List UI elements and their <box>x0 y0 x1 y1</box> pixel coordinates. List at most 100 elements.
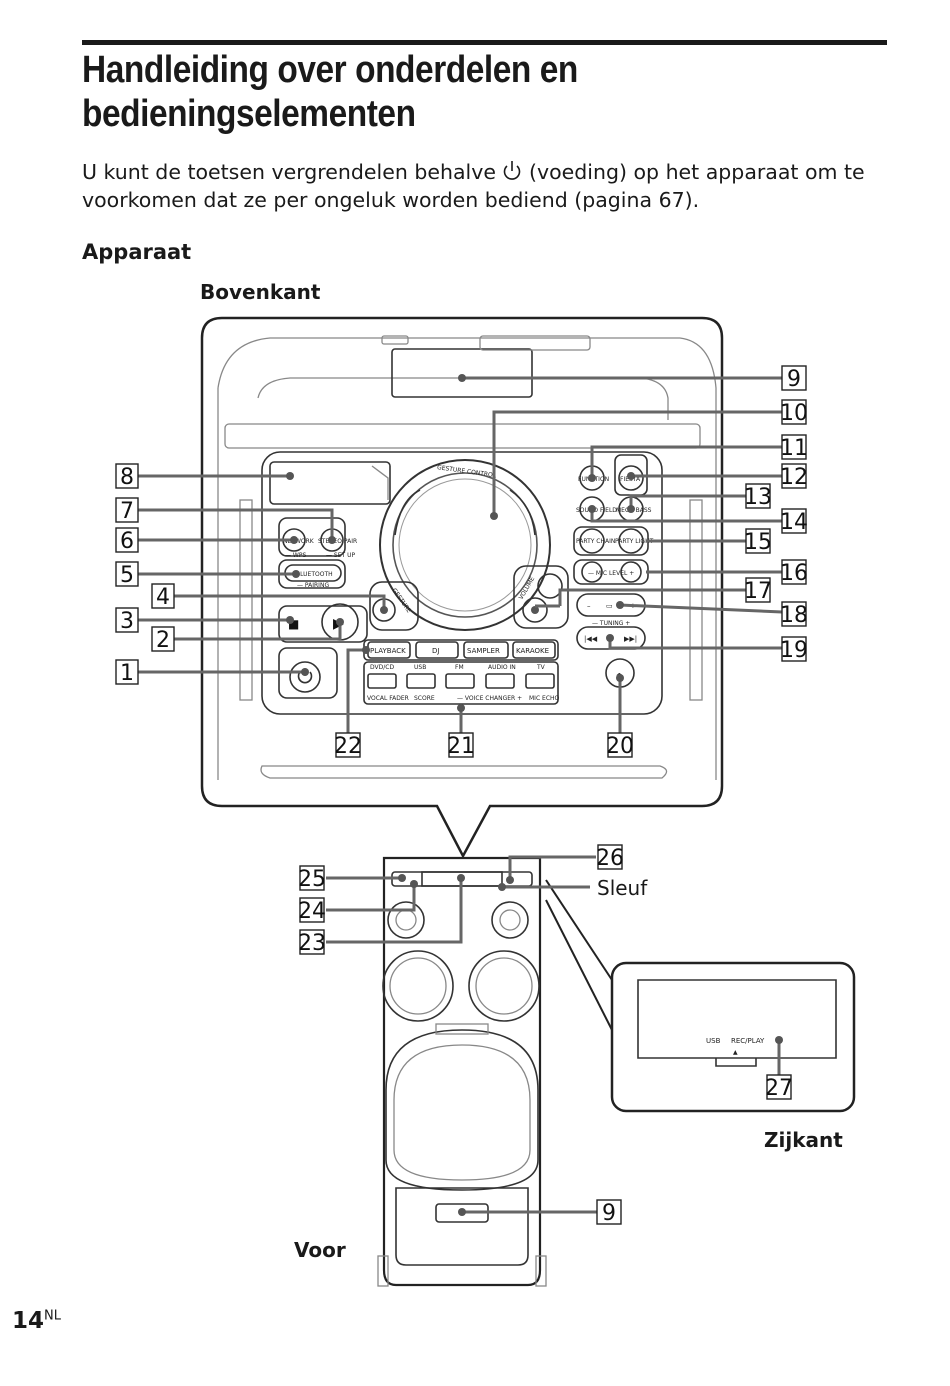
callout-23: 23 <box>298 929 326 956</box>
svg-text:1: 1 <box>120 661 134 686</box>
source-label-3: AUDIO IN <box>488 664 516 671</box>
front-speaker-tweeter-right <box>491 901 529 939</box>
side-rec-play-label: REC/PLAY <box>731 1037 765 1045</box>
svg-text:22: 22 <box>334 734 362 759</box>
svg-text:2: 2 <box>156 628 170 653</box>
front-view-device <box>377 856 547 1287</box>
source-button-fm[interactable] <box>445 673 475 689</box>
page-number-value: 14 <box>12 1308 45 1334</box>
svg-text:26: 26 <box>596 846 624 871</box>
sampler-button[interactable] <box>463 641 509 659</box>
svg-text:27: 27 <box>765 1076 793 1101</box>
page-number: 14NL <box>12 1308 61 1334</box>
callout-12: 12 <box>780 463 808 490</box>
svg-text:25: 25 <box>298 867 326 892</box>
stereo-pair-label: STEREO PAIR <box>318 538 357 545</box>
callout-5: 5 <box>115 561 139 588</box>
callout-2: 2 <box>151 626 175 653</box>
callout-25: 25 <box>298 865 326 892</box>
svg-text:9: 9 <box>787 367 801 392</box>
power-icon <box>502 160 522 182</box>
svg-text:5: 5 <box>120 563 134 588</box>
title-rule <box>82 40 887 45</box>
svg-text:12: 12 <box>780 465 808 490</box>
callout-27: 27 <box>765 1074 793 1101</box>
mic-level-down-button[interactable] <box>581 561 603 583</box>
page-title: Handleiding over onderdelen en bediening… <box>82 48 786 136</box>
mic-level-up-button[interactable] <box>620 561 642 583</box>
intro-text-after: (voeding) op het apparaat om te voorkome… <box>82 160 865 212</box>
network-label: NETWORK <box>283 538 315 545</box>
karaoke-button[interactable] <box>512 641 556 659</box>
power-button[interactable] <box>289 661 321 693</box>
callout-13: 13 <box>744 483 772 510</box>
label-side-view: Zijkant <box>764 1128 843 1152</box>
callout-19: 19 <box>780 636 808 663</box>
mode-label-1: DJ <box>432 647 439 655</box>
source-label-0: DVD/CD <box>370 664 394 671</box>
mode-label-2: SAMPLER <box>467 647 500 655</box>
intro-text-before: U kunt de toetsen vergrendelen behalve <box>82 160 503 184</box>
svg-text:15: 15 <box>744 530 772 555</box>
title-line-1: Handleiding over onderdelen en <box>82 49 578 91</box>
svg-text:14: 14 <box>780 510 808 535</box>
bottom-label-2: — VOICE CHANGER + <box>457 695 522 702</box>
svg-text:24: 24 <box>298 899 326 924</box>
callout-22: 22 <box>334 732 362 759</box>
callout-7: 7 <box>115 497 139 524</box>
svg-text:–: – <box>587 602 591 610</box>
svg-text:16: 16 <box>780 561 808 586</box>
svg-text:19: 19 <box>780 638 808 663</box>
svg-text:8: 8 <box>120 465 134 490</box>
svg-text:▶▶|: ▶▶| <box>624 635 637 643</box>
mode-label-3: KARAOKE <box>516 647 549 655</box>
source-button-usb[interactable] <box>406 673 436 689</box>
svg-text:9: 9 <box>602 1201 616 1226</box>
dj-button[interactable] <box>415 641 459 659</box>
source-button-tv[interactable] <box>525 673 555 689</box>
callout-24: 24 <box>298 897 326 924</box>
callout-8: 8 <box>115 463 139 490</box>
callout-6: 6 <box>115 527 139 554</box>
source-button-audio-in[interactable] <box>485 673 515 689</box>
volume-down-button[interactable] <box>522 597 548 623</box>
side-view: USB REC/PLAY ▲ <box>610 961 856 1113</box>
callout-1: 1 <box>115 659 139 686</box>
gesture-control-ring[interactable] <box>379 459 551 631</box>
label-front-view: Voor <box>294 1238 346 1262</box>
bluetooth-label: BLUETOOTH <box>296 571 333 578</box>
set-up-label: — SET UP <box>326 552 355 559</box>
svg-text:3: 3 <box>120 609 134 634</box>
label-slot: Sleuf <box>597 876 648 900</box>
callout-14: 14 <box>780 508 808 535</box>
svg-text:23: 23 <box>298 931 326 956</box>
fiesta-button[interactable] <box>618 465 644 491</box>
svg-text:▲: ▲ <box>733 1049 738 1056</box>
callout-4: 4 <box>151 583 175 610</box>
callout-16: 16 <box>780 559 808 586</box>
section-heading: Apparaat <box>82 240 192 264</box>
bottom-label-0: VOCAL FADER <box>367 695 409 702</box>
tuning-label: — TUNING + <box>592 620 630 627</box>
party-light-button[interactable] <box>618 528 644 554</box>
top-view-device: GESTURE CONTROL VOLUME GESTURE FUNCTION … <box>217 335 717 780</box>
party-chain-button[interactable] <box>579 528 605 554</box>
callout-9-front: 9 <box>596 1199 622 1226</box>
title-line-2: bedieningselementen <box>82 93 416 135</box>
source-button-dvd[interactable] <box>367 673 397 689</box>
mic-level-label: — MIC LEVEL + <box>588 570 634 577</box>
svg-text:▭: ▭ <box>606 602 613 610</box>
front-speaker-mid-right <box>468 950 540 1022</box>
pairing-label: — PAIRING <box>297 582 329 589</box>
callout-20: 20 <box>606 732 634 759</box>
volume-cluster <box>513 565 569 629</box>
volume-up-button[interactable] <box>537 573 563 599</box>
callout-26: 26 <box>596 844 624 871</box>
svg-text:17: 17 <box>744 579 772 604</box>
top-handle <box>391 348 533 398</box>
callout-10: 10 <box>780 399 808 426</box>
sound-field-label: SOUND FIELD <box>576 507 617 514</box>
leader-lines <box>138 374 783 1216</box>
stop-button[interactable]: ■ <box>288 617 299 631</box>
